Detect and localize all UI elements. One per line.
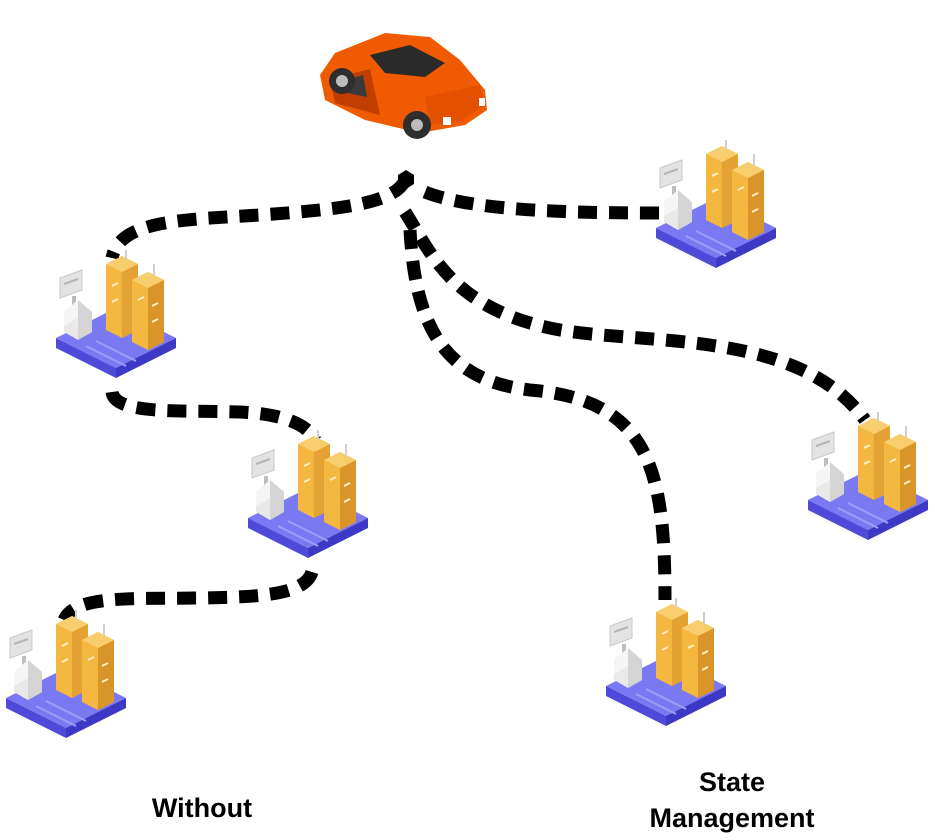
- caption-state-line: State: [698, 767, 766, 797]
- city-icon-right-top: [655, 139, 777, 269]
- car-icon: [320, 33, 487, 139]
- caption-state-management: State Management: [612, 764, 852, 836]
- route-left-chain: [105, 176, 412, 260]
- city-icon-left-bottom: [5, 609, 127, 739]
- caption-without: Without: [142, 790, 262, 826]
- route-right-city-bottom: [403, 229, 672, 601]
- city-icon-right-bottom: [605, 597, 727, 727]
- route-origin-node: [398, 170, 414, 189]
- city-icon-right-middle: [807, 411, 929, 541]
- route-left-chain-segment-2: [105, 389, 321, 444]
- city-icon-left-top: [55, 249, 177, 379]
- route-left-chain-segment-3: [58, 569, 319, 624]
- route-right-city-top: [422, 185, 661, 220]
- route-right-city-middle: [399, 208, 871, 424]
- caption-without-text: Without: [151, 793, 253, 823]
- caption-management-line: Management: [649, 803, 815, 833]
- route-paths: [58, 176, 871, 624]
- city-icon-left-middle: [247, 429, 369, 559]
